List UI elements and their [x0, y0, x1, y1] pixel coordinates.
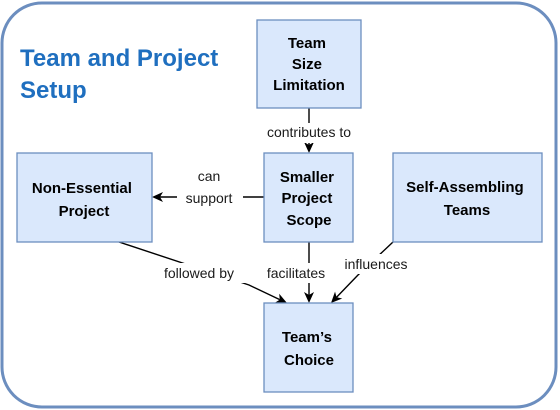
edge-smaller-scope-to-non-essential: can support — [152, 168, 264, 218]
edge-label: can support — [186, 168, 233, 206]
edge-label-line: support — [186, 190, 233, 206]
edge-label: facilitates — [267, 265, 325, 281]
node-label-line: Team — [288, 35, 326, 52]
edge-label-line: facilitates — [267, 265, 325, 281]
arrowhead-icon — [274, 293, 287, 303]
edge-self-assembling-to-teams-choice: influences — [331, 241, 416, 303]
arrowhead-icon — [152, 192, 163, 202]
edge-line — [118, 241, 281, 301]
node-label-line: Team’s — [282, 329, 332, 346]
edge-label: influences — [344, 256, 407, 272]
edge-label-line: can — [198, 168, 221, 184]
edge-label: contributes to — [267, 124, 351, 140]
diagram-title: Team and Project Setup — [20, 45, 225, 104]
edge-label-background — [336, 254, 416, 274]
node-smaller-project-scope-box — [263, 152, 354, 243]
edge-label-background — [177, 176, 243, 218]
node-self-assembling-teams-text: Self-Assembling Teams — [406, 179, 528, 219]
node-label-line: Non-Essential — [32, 180, 132, 197]
node-non-essential-project-text: Non-Essential Project — [32, 180, 136, 220]
node-label-line: Project — [281, 190, 332, 207]
node-non-essential-project[interactable]: Non-Essential Project — [16, 152, 153, 243]
edge-label-background — [259, 123, 359, 143]
node-label-line: Project — [59, 203, 110, 220]
edge-smaller-scope-to-teams-choice: facilitates — [260, 242, 332, 303]
arrowhead-icon — [331, 291, 343, 303]
edge-label-line: contributes to — [267, 124, 351, 140]
node-label-line: Self-Assembling — [406, 179, 524, 196]
node-self-assembling-teams[interactable]: Self-Assembling Teams — [392, 152, 543, 243]
node-label-line: Smaller — [280, 169, 334, 186]
node-teams-choice-text: Team’s Choice — [282, 329, 336, 369]
node-label-line: Choice — [284, 352, 334, 369]
node-label-line: Limitation — [273, 77, 345, 94]
node-team-size-limitation[interactable]: Team Size Limitation — [256, 19, 362, 109]
node-label-line: Teams — [444, 202, 490, 219]
edges-layer: contributes to can support followed by facil… — [118, 108, 416, 303]
node-teams-choice[interactable]: Team’s Choice — [263, 302, 354, 393]
edge-team-size-to-smaller-scope: contributes to — [259, 108, 359, 153]
node-team-size-limitation-box — [256, 19, 362, 109]
node-smaller-project-scope[interactable]: Smaller Project Scope — [263, 152, 354, 243]
edge-label: followed by — [164, 265, 234, 281]
node-teams-choice-box — [263, 302, 354, 393]
title-line-2: Setup — [20, 77, 87, 104]
edge-label-background — [150, 263, 250, 283]
edge-label-line: followed by — [164, 265, 234, 281]
arrowhead-icon — [304, 142, 314, 153]
node-smaller-project-scope-text: Smaller Project Scope — [280, 169, 338, 229]
node-self-assembling-teams-box — [392, 152, 543, 243]
node-non-essential-project-box — [16, 152, 153, 243]
node-label-line: Scope — [286, 212, 331, 229]
edge-non-essential-to-teams-choice: followed by — [118, 241, 287, 303]
title-line-1: Team and Project — [20, 45, 218, 72]
edge-line — [336, 241, 394, 298]
edge-label-background — [260, 263, 332, 283]
node-team-size-limitation-text: Team Size Limitation — [273, 35, 345, 94]
arrowhead-icon — [304, 292, 314, 303]
node-label-line: Size — [292, 56, 322, 73]
edge-label-line: influences — [344, 256, 407, 272]
